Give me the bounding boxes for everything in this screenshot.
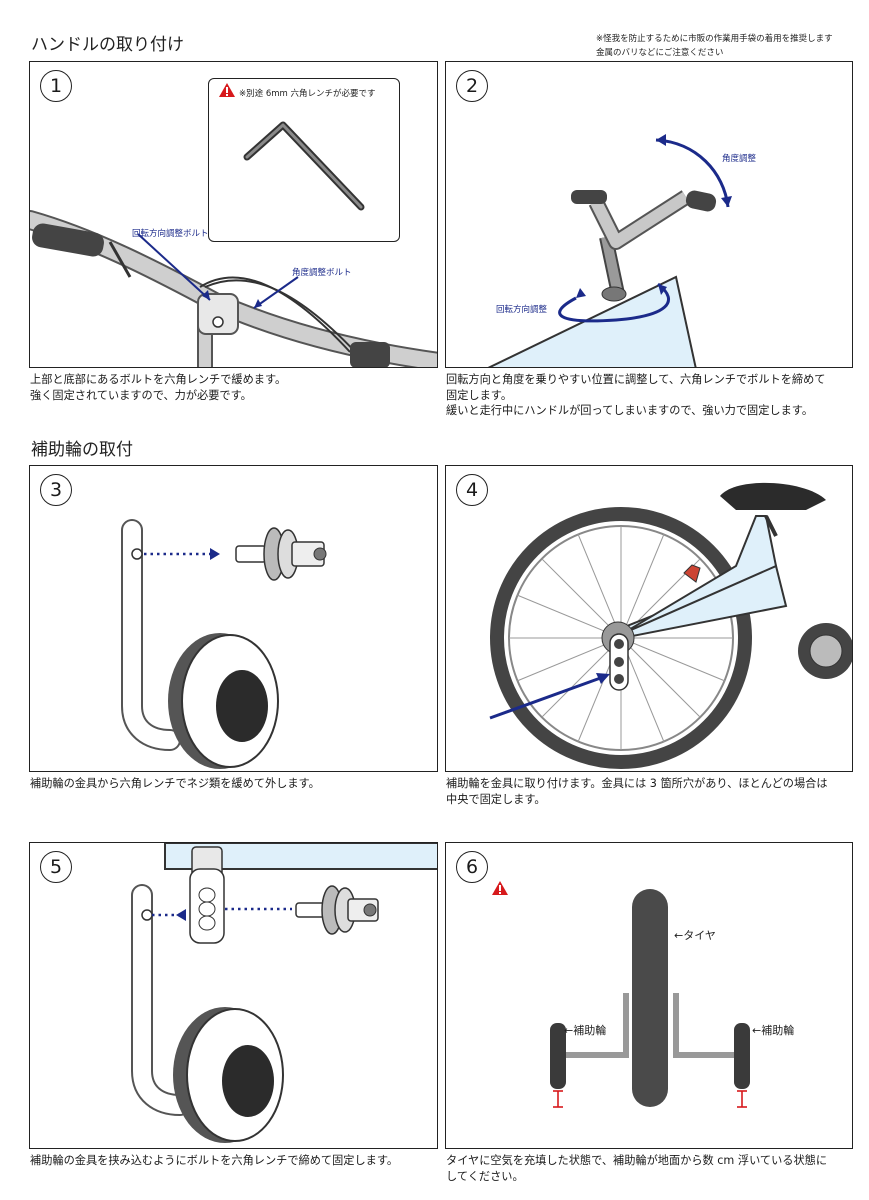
- aux-wheel-label-right: ←補助輪: [752, 1024, 795, 1037]
- step-number: 5: [40, 851, 72, 883]
- tire-label: ←タイヤ: [674, 929, 716, 942]
- angle-bolt-label: 角度調整ボルト: [292, 268, 352, 278]
- caption-line: 上部と底部にあるボルトを六角レンチで緩めます。: [30, 373, 287, 386]
- step-number: 2: [456, 70, 488, 102]
- step-number: 3: [40, 474, 72, 506]
- aux-wheel-label-left: ←補助輪: [564, 1024, 607, 1037]
- caption-line: してください。: [446, 1169, 524, 1183]
- caption-line: タイヤに空気を充填した状態で、補助輪が地面から数 cm 浮いている状態に: [446, 1154, 828, 1167]
- step-1-caption: 上部と底部にあるボルトを六角レンチで緩めます。 強く固定されていますので、力が必…: [30, 372, 286, 403]
- step-6-panel: 6 ←タイヤ ←補助輪 ←補助輪: [445, 842, 853, 1149]
- step-5-panel: 5: [29, 842, 438, 1149]
- step-4-panel: 4: [445, 465, 853, 772]
- step-6-caption: タイヤに空気を充填した状態で、補助輪が地面から数 cm 浮いている状態に してく…: [446, 1153, 827, 1184]
- safety-note-line: 金属のバリなどにご注意ください: [596, 48, 724, 58]
- handle-section-title: ハンドルの取り付け: [31, 35, 184, 55]
- angle-adjust-label: 角度調整: [722, 154, 757, 164]
- caption-line: 回転方向と角度を乗りやすい位置に調整して、六角レンチでボルトを締めて: [446, 373, 826, 386]
- step-number: 1: [40, 70, 72, 102]
- caption-line: 補助輪の金具から六角レンチでネジ類を緩めて外します。: [30, 777, 320, 790]
- caption-line: 緩いと走行中にハンドルが回ってしまいますので、強い力で固定します。: [446, 404, 814, 417]
- step-4-caption: 補助輪を金具に取り付けます。金具には 3 箇所穴があり、ほとんどの場合は 中央で…: [446, 776, 828, 807]
- hex-wrench-notice-text: ※別途 6mm 六角レンチが必要です: [239, 89, 376, 99]
- step-number: 4: [456, 474, 488, 506]
- caption-line: 補助輪の金具を挟み込むようにボルトを六角レンチで締めて固定します。: [30, 1154, 399, 1167]
- safety-note-line: ※怪我を防止するために市販の作業用手袋の着用を推奨します: [596, 34, 833, 44]
- rotation-bolt-label: 回転方向調整ボルト: [132, 229, 209, 239]
- wheel-height-illustration: [492, 881, 750, 1108]
- step-5-caption: 補助輪の金具を挟み込むようにボルトを六角レンチで締めて固定します。: [30, 1153, 398, 1169]
- wheel-section-title: 補助輪の取付: [31, 440, 133, 460]
- handlebar-adjust-illustration: [487, 134, 732, 367]
- step-number: 6: [456, 851, 488, 883]
- handlebar-bolt-illustration: [30, 210, 437, 367]
- caption-line: 補助輪を金具に取り付けます。金具には 3 箇所穴があり、ほとんどの場合は: [446, 777, 828, 790]
- step-2-caption: 回転方向と角度を乗りやすい位置に調整して、六角レンチでボルトを締めて 固定します…: [446, 372, 825, 419]
- step-3-caption: 補助輪の金具から六角レンチでネジ類を緩めて外します。: [30, 776, 320, 792]
- caption-line: 強く固定されていますので、力が必要です。: [30, 388, 252, 402]
- hex-wrench-notice: ※別途 6mm 六角レンチが必要です: [208, 78, 400, 242]
- safety-note: ※怪我を防止するために市販の作業用手袋の着用を推奨します 金属のバリなどにご注意…: [596, 32, 833, 60]
- step-1-panel: 1 ※別途 6mm 六角レンチが必要です 回転方向調整ボルト 角度調整ボルト: [29, 61, 438, 368]
- hex-wrench-drawing: [219, 83, 365, 211]
- step-3-panel: 3: [29, 465, 438, 772]
- fasten-bolt-illustration: [131, 843, 437, 1143]
- rotation-adjust-label: 回転方向調整: [496, 305, 548, 315]
- attach-wheel-illustration: [489, 482, 852, 769]
- caption-line: 中央で固定します。: [446, 792, 546, 806]
- caption-line: 固定します。: [446, 388, 513, 402]
- step-2-panel: 2 角度調整 回転方向調整: [445, 61, 853, 368]
- remove-bolts-illustration: [121, 519, 327, 769]
